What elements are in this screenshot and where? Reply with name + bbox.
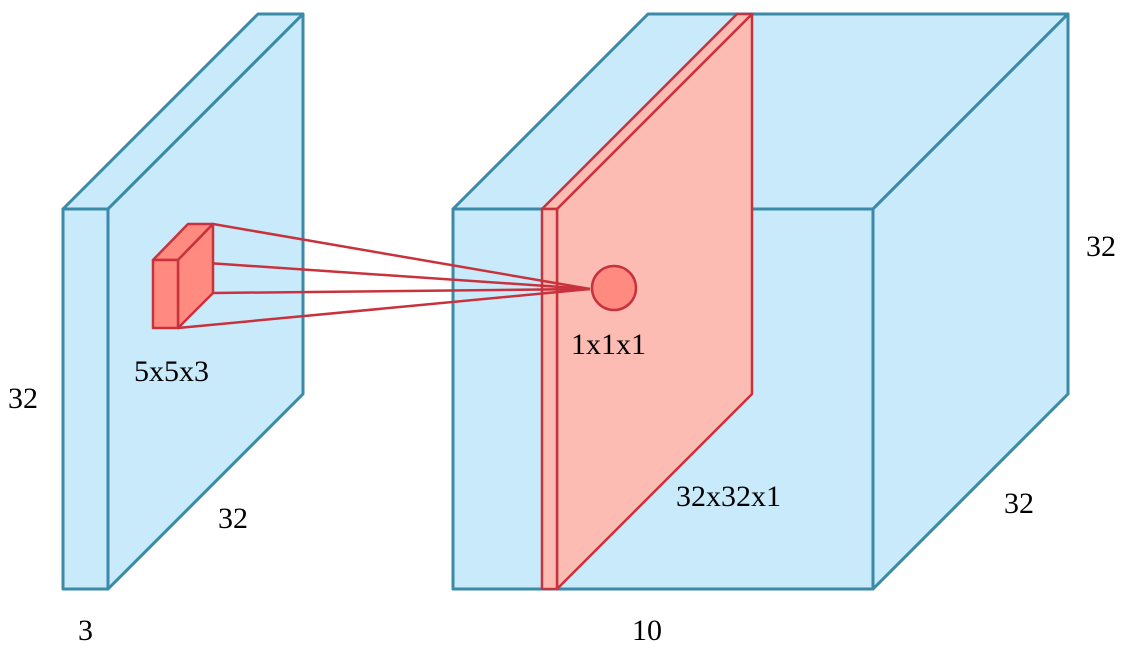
receptive-field-rays <box>177 222 591 330</box>
output-depth-label: 10 <box>632 614 662 647</box>
output-width-label: 32 <box>1004 487 1034 520</box>
output-neuron-circle <box>590 264 638 312</box>
output-volume <box>451 12 1070 591</box>
output-height-label: 32 <box>1086 230 1116 263</box>
input-depth-label: 3 <box>78 614 93 647</box>
output-neuron-label: 1x1x1 <box>571 328 646 361</box>
ray-2 <box>177 259 591 291</box>
output-slice-label: 32x32x1 <box>676 480 781 513</box>
ray-4 <box>177 287 591 330</box>
filter-front-face <box>151 258 180 330</box>
filter-box <box>151 222 215 330</box>
ray-1 <box>212 222 591 291</box>
ray-3 <box>212 287 591 295</box>
output-slice <box>540 12 754 591</box>
output-slice-front-face <box>540 207 559 591</box>
input-width-label: 32 <box>218 502 248 535</box>
input-height-label: 32 <box>8 382 38 415</box>
filter-label: 5x5x3 <box>134 355 209 388</box>
input-volume-front-face <box>61 207 110 591</box>
